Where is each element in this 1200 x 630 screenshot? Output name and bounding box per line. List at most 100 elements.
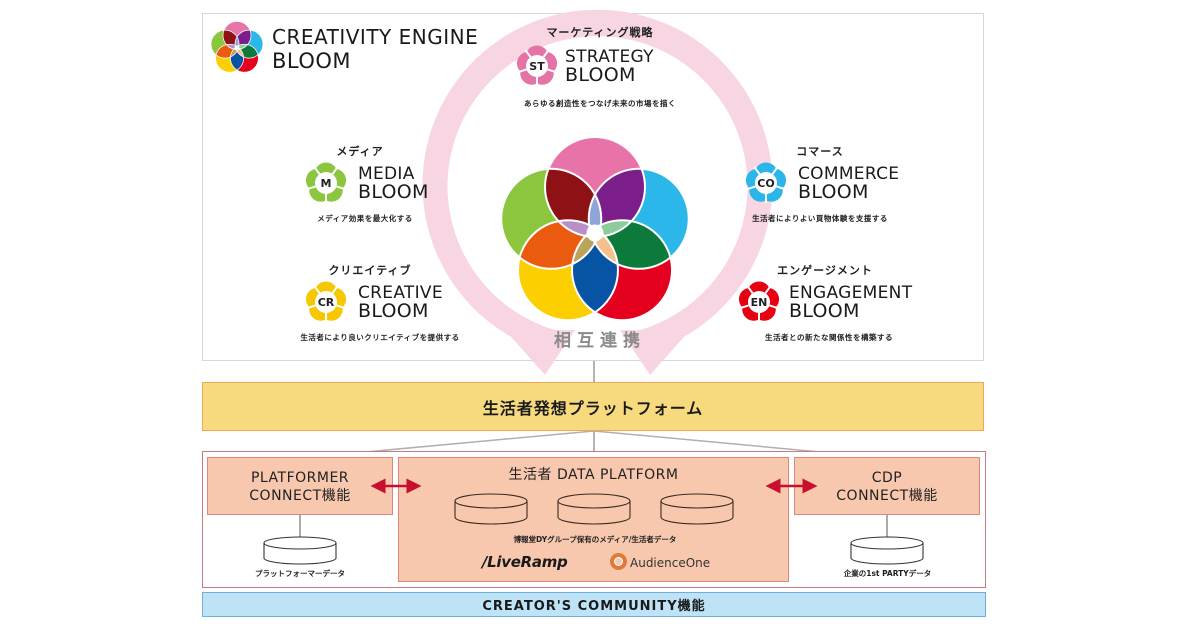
commerce-badge-icon: CO [744,161,788,205]
strategy-name: STRATEGY BLOOM [565,47,654,86]
strategy-subtitle: あらゆる創造性をつなげ未来の市場を描く [524,99,676,108]
creative-name-line2: BLOOM [358,300,429,322]
engagement-name-line2: BLOOM [789,300,860,322]
media-bloom: メディア M MEDIA BLOOM メディア効果を最大化する [300,143,460,228]
badge-notch [771,166,779,175]
badge-notch [331,166,339,175]
badge-notch [336,304,346,310]
media-name-line1: MEDIA [358,164,415,184]
badge-notch [769,304,779,310]
badge-notch [306,185,316,191]
creative-bloom-jp-label: クリエイティブ [328,264,412,277]
strategy-name-line2: BLOOM [565,64,636,86]
badge-center [315,291,337,313]
badge-notch [313,166,321,175]
badge-notch [336,185,346,191]
media-name-line2: BLOOM [358,181,429,203]
badge-notch [746,285,754,294]
liveramp-logo: /LiveRamp [482,553,568,571]
strategy-name-line1: STRATEGY [565,47,654,67]
engagement-subtitle: 生活者との新たな関係性を構築する [765,333,893,342]
badge-notch [764,285,772,294]
audienceone-logo: AudienceOne [630,556,711,570]
platformer-connect-line2: CONNECT機能 [249,488,351,504]
media-bloom-jp-label: メディア [336,145,384,158]
engagement-name-line1: ENGAGEMENT [789,283,913,303]
badge-center [748,291,770,313]
center-caption: 相互連携 [554,331,646,351]
flower-center-star [586,224,604,242]
badge-notch [739,304,749,310]
commerce-flower-icon [745,162,787,203]
badge-notch [524,49,532,58]
badge-notch [313,285,321,294]
badge-notch [547,68,557,74]
badge-center [315,172,337,194]
commerce-name-line2: BLOOM [798,181,869,203]
badge-center [526,55,548,77]
cdp-connect-box: CDP CONNECT機能 [794,457,980,515]
badge-notch [776,185,786,191]
flower-petal-outline [234,29,264,59]
badge-notch [331,285,339,294]
engagement-badge-label: EN [750,295,768,309]
strategy-bloom-jp-label: マーケティング戦略 [546,26,654,39]
commerce-name: COMMERCE BLOOM [798,165,899,203]
flower-petal-outline [500,167,603,270]
flower-petal-outline [571,219,674,322]
cdp-connect-line1: CDP [871,470,903,486]
badge-notch [517,68,527,74]
engagement-badge-icon: EN [737,280,781,324]
badge-notch [542,49,550,58]
engine-title-line2: BLOOM [272,49,352,73]
cdp-db-caption: 企業の1st PARTYデータ [843,569,932,578]
media-badge-label: M [320,176,332,190]
data-platform-title: 生活者 DATA PLATFORM [508,467,679,483]
media-flower-icon [305,162,347,203]
strategy-badge-label: ST [529,59,545,73]
commerce-badge-label: CO [757,176,775,190]
flower-center-star [234,45,240,51]
flower-petal-outline [516,219,619,322]
consumer-insight-platform-bar: 生活者発想プラットフォーム [202,382,984,431]
consumer-data-platform-box: 生活者 DATA PLATFORM [398,457,789,582]
badge-center [755,172,777,194]
media-badge-icon: M [304,161,348,205]
engagement-bloom: エンゲージメント EN ENGAGEMENT BLOOM 生活者との新たな関係性… [735,262,935,347]
engagement-bloom-jp-label: エンゲージメント [777,264,873,277]
media-subtitle: メディア効果を最大化する [317,214,413,223]
engagement-name: ENGAGEMENT BLOOM [789,283,913,322]
creativity-engine-logo-icon [210,21,264,73]
media-db-caption: 博報堂DYグループ保有のメディア/生活者データ [513,535,677,544]
creators-community-bar: CREATOR'S COMMUNITY機能 [202,592,986,617]
strategy-bloom: マーケティング戦略 ST STRATEGY BLOOM あらゆる創造性をつなげ未… [505,24,695,114]
flower-petal-outline [210,29,240,59]
platformer-db-caption: プラットフォーマーデータ [255,569,345,578]
creative-bloom: クリエイティブ CR CREATIVE BLOOM 生活者により良いクリエイティ… [300,262,470,347]
creative-badge-icon: CR [304,280,348,324]
creative-name: CREATIVE BLOOM [358,283,443,322]
engine-title-line1: CREATIVITY ENGINE [272,25,479,49]
flower-petal-outline [215,43,244,73]
cdp-connect-line2: CONNECT機能 [836,488,938,504]
flower-petal-outline [587,167,690,270]
media-name: MEDIA BLOOM [358,164,429,203]
commerce-bloom-jp-label: コマース [796,145,844,158]
audienceone-logo-icon [610,553,627,570]
engagement-flower-icon [738,281,780,322]
commerce-bloom: コマース CO COMMERCE BLOOM 生活者によりよい買物体験を支援する [740,143,920,228]
badge-notch [306,304,316,310]
platformer-connect-line1: PLATFORMER [250,470,350,486]
creative-badge-label: CR [317,295,335,309]
platformer-connect-box: PLATFORMER CONNECT機能 [207,457,393,515]
strategy-badge-icon: ST [515,44,559,88]
engine-title: CREATIVITY ENGINE BLOOM [272,25,478,73]
flower-petal-outline [230,43,259,73]
center-flower-diagram [500,136,690,322]
strategy-flower-icon [516,45,558,86]
creative-flower-icon [305,281,347,322]
commerce-subtitle: 生活者によりよい買物体験を支援する [752,214,888,223]
badge-notch [746,185,756,191]
creative-name-line1: CREATIVE [358,283,443,303]
badge-notch [753,166,761,175]
